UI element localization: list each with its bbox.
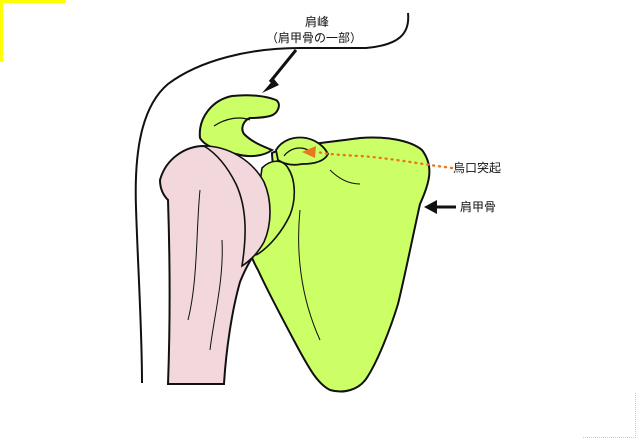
coracoid-detail bbox=[283, 147, 309, 157]
coracoid-arrowhead bbox=[302, 146, 316, 158]
humeral-head bbox=[201, 145, 271, 268]
acromion-note-label: （肩甲骨の一部） bbox=[266, 30, 362, 45]
scapula-label: 肩甲骨 bbox=[460, 199, 496, 214]
acromion-detail bbox=[213, 117, 251, 127]
frame-corner bbox=[583, 393, 636, 438]
corner-mark bbox=[0, 0, 66, 62]
acromion-label: 肩峰 bbox=[305, 14, 329, 29]
coracoid-shape bbox=[275, 136, 330, 166]
acromion-arrow bbox=[268, 49, 298, 83]
humerus-line-1 bbox=[187, 189, 201, 321]
coracoid-label: 烏口突起 bbox=[453, 160, 501, 175]
acromion-arrowhead bbox=[262, 79, 279, 93]
humerus-line-2 bbox=[209, 239, 223, 351]
scapula-line-2 bbox=[329, 169, 361, 185]
scapula-arrowhead bbox=[424, 200, 437, 214]
coracoid-leader bbox=[316, 150, 454, 170]
scapula-line-1 bbox=[298, 209, 321, 341]
acromion-shape bbox=[198, 94, 280, 158]
body-outline bbox=[134, 12, 410, 384]
